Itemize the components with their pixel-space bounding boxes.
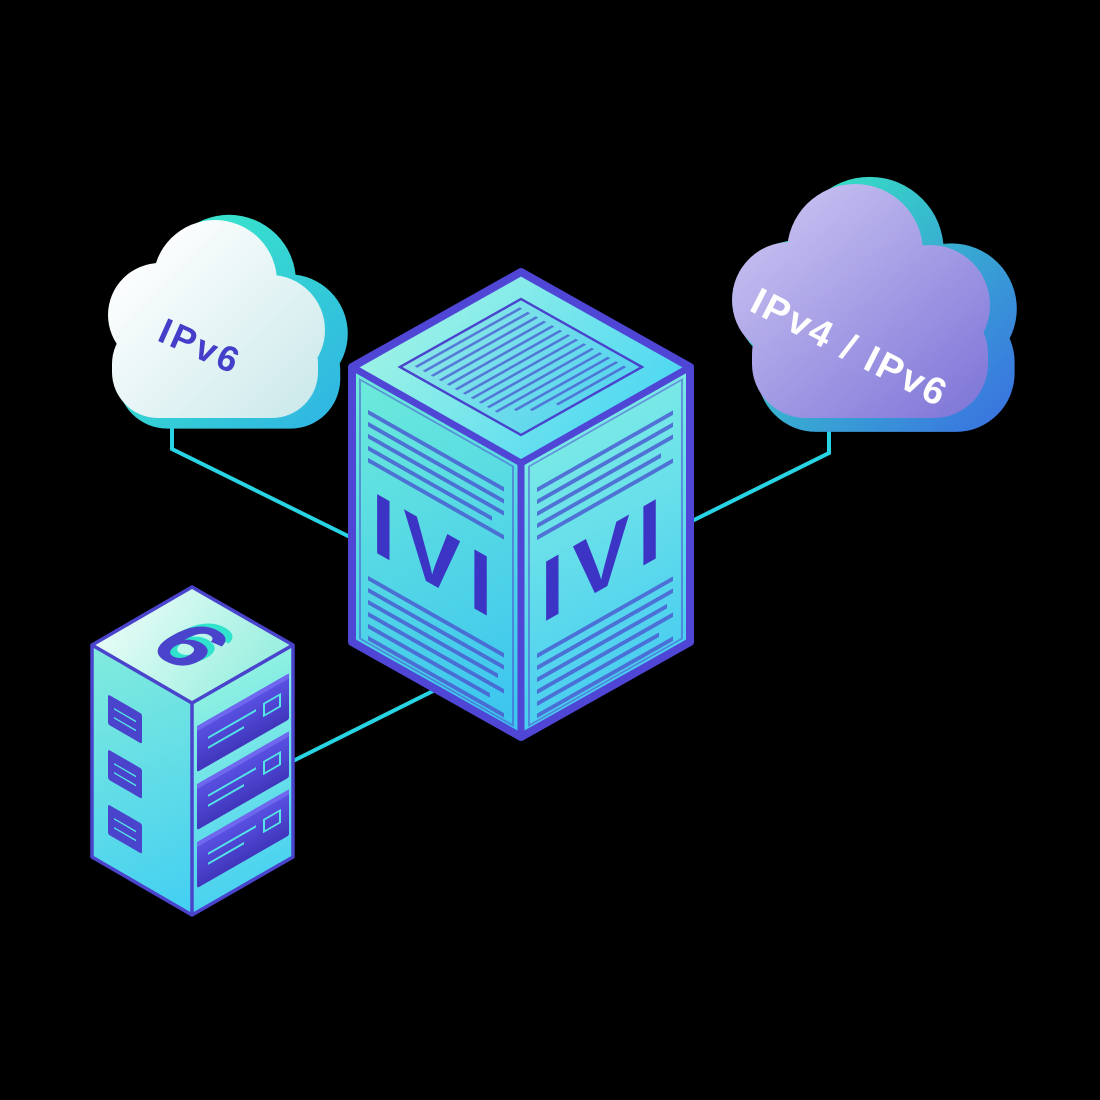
cloud-ipv6: IPv6 bbox=[108, 214, 348, 429]
box-right-face bbox=[521, 367, 690, 737]
server-drawer bbox=[197, 673, 289, 772]
server-drawer bbox=[197, 789, 289, 888]
box-right-stripes-top bbox=[537, 410, 673, 541]
box-left-stripes-top bbox=[368, 409, 504, 540]
cloud-ipv4-ipv6-body bbox=[732, 184, 990, 418]
connection-server-to-box bbox=[292, 687, 438, 763]
server-left-face-vents bbox=[108, 695, 142, 854]
server-rack: 6 6 bbox=[90, 585, 295, 917]
server-vent bbox=[108, 750, 142, 799]
box-right-stripes-bottom bbox=[537, 576, 673, 719]
box-left-stripes-bottom bbox=[368, 575, 504, 718]
server-edges bbox=[90, 585, 295, 917]
cloud-ipv4-ipv6: IPv4 / IPv6 bbox=[732, 176, 1017, 432]
box-top-panel bbox=[397, 297, 645, 437]
server-vent bbox=[108, 695, 142, 744]
server-vent bbox=[108, 805, 142, 854]
translator-box: IVI IVI bbox=[348, 268, 694, 741]
server-right-face-drawers bbox=[197, 673, 289, 888]
box-edges bbox=[348, 268, 694, 741]
server-drawer bbox=[197, 731, 289, 830]
cloud-ipv6-body bbox=[108, 220, 325, 418]
box-top-panel-stripes bbox=[414, 307, 627, 413]
box-left-face bbox=[352, 367, 521, 737]
